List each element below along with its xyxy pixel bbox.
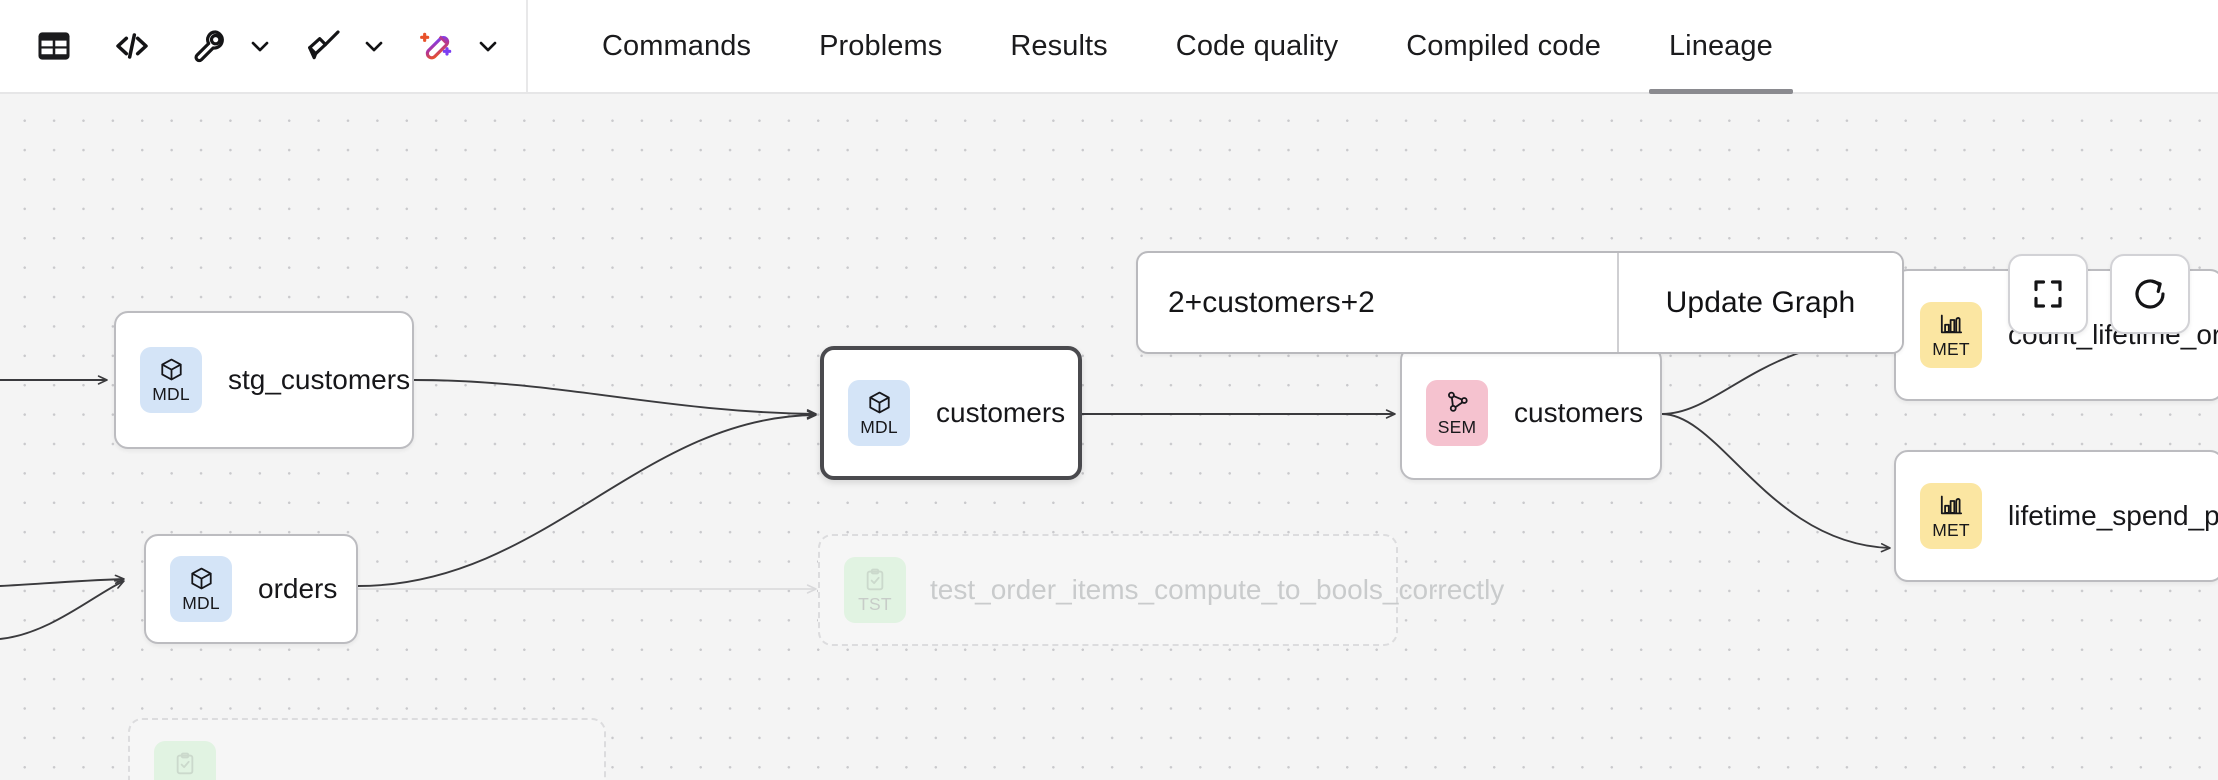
tab-label: Commands: [602, 29, 752, 62]
badge-text: MDL: [860, 417, 898, 438]
broom-icon[interactable]: [296, 18, 352, 74]
tab-lineage[interactable]: Lineage: [1635, 0, 1807, 94]
lineage-node-customers-semantic[interactable]: SEM customers: [1400, 346, 1662, 480]
tab-bar: Commands Problems Results Code quality C…: [528, 0, 1807, 94]
refresh-icon[interactable]: [2110, 254, 2190, 334]
top-toolbar: Commands Problems Results Code quality C…: [0, 0, 2218, 94]
tab-commands[interactable]: Commands: [568, 0, 785, 92]
test-badge: TST: [844, 557, 906, 623]
tab-label: Compiled code: [1406, 29, 1601, 62]
node-label: stg_customers: [228, 363, 411, 395]
tab-label: Results: [1010, 29, 1108, 62]
graph-controls: [2008, 254, 2190, 334]
node-label: orders: [258, 572, 338, 604]
tab-label: Lineage: [1668, 29, 1773, 62]
node-label: customers: [1514, 396, 1644, 428]
chevron-down-icon[interactable]: [354, 18, 394, 74]
tab-compiled-code[interactable]: Compiled code: [1372, 0, 1635, 92]
tab-code-quality[interactable]: Code quality: [1142, 0, 1372, 92]
badge-text: MET: [1932, 520, 1970, 541]
magic-wand-icon[interactable]: [410, 18, 466, 74]
node-label: test_order_items_compute_to_bools_correc…: [930, 573, 1505, 605]
edge-sem-to-lifetime-spend: [1661, 413, 1891, 553]
chevron-down-icon[interactable]: [468, 18, 508, 74]
lineage-canvas[interactable]: MDL stg_customers MDL orders: [0, 94, 2218, 780]
edge-in-orders-a: [0, 574, 125, 587]
node-label: lifetime_spend_pretax: [2008, 499, 2218, 531]
lineage-node-customers-model[interactable]: MDL customers: [820, 346, 1082, 480]
ai-assist-dropdown[interactable]: [410, 18, 508, 74]
node-label: customers: [936, 396, 1066, 428]
graph-search-input[interactable]: [1138, 253, 1617, 352]
badge-text: MDL: [182, 593, 220, 614]
tab-label: Code quality: [1175, 29, 1339, 62]
badge-text: MDL: [152, 384, 190, 405]
badge-text: TST: [858, 593, 892, 614]
model-badge: MDL: [170, 556, 232, 622]
editor-tool-group: [0, 0, 528, 92]
fit-view-icon[interactable]: [2008, 254, 2088, 334]
edge-stg-customers-to-customers: [413, 379, 817, 419]
edge-orders-to-customers: [357, 410, 817, 587]
lineage-node-test-order-items[interactable]: TST test_order_items_compute_to_bools_co…: [818, 534, 1505, 646]
update-graph-button[interactable]: Update Graph: [1617, 253, 1902, 352]
model-badge: MDL: [140, 347, 202, 413]
tools-dropdown[interactable]: [182, 18, 280, 74]
format-dropdown[interactable]: [296, 18, 394, 74]
metric-badge: MET: [1920, 483, 1982, 549]
chevron-down-icon[interactable]: [240, 18, 280, 74]
test-badge: TST: [154, 741, 216, 780]
table-view-icon[interactable]: [26, 18, 82, 74]
lineage-node-orders[interactable]: MDL orders: [144, 534, 358, 644]
wrench-icon[interactable]: [182, 18, 238, 74]
graph-search-bar: Update Graph: [1136, 251, 1904, 354]
tab-label: Problems: [819, 29, 943, 62]
lineage-node-stg-customers[interactable]: MDL stg_customers: [114, 311, 414, 449]
lineage-node-test-partial[interactable]: TST: [128, 718, 606, 780]
model-badge: MDL: [848, 380, 910, 446]
tab-problems[interactable]: Problems: [785, 0, 976, 92]
semantic-badge: SEM: [1426, 380, 1488, 446]
edge-in-orders-b: [0, 580, 125, 640]
badge-text: SEM: [1437, 417, 1477, 438]
badge-text: MET: [1932, 339, 1970, 360]
tab-results[interactable]: Results: [976, 0, 1141, 92]
metric-badge: MET: [1920, 302, 1982, 368]
lineage-node-lifetime-spend-pretax[interactable]: MET lifetime_spend_pretax: [1894, 450, 2218, 582]
code-view-icon[interactable]: [104, 18, 160, 74]
